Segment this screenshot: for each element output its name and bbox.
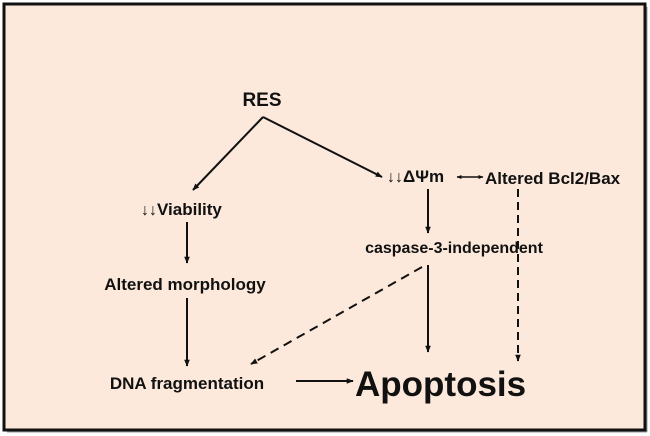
- decrease-double-arrow-icon: ↓↓: [387, 169, 403, 186]
- edge-res-to-membrane-potential: [262, 116, 383, 178]
- node-viability: ↓↓Viability: [141, 200, 222, 219]
- node-bcl2-bax: Altered Bcl2/Bax: [485, 169, 621, 188]
- node-membrane-potential: ↓↓ΔΨm: [387, 167, 444, 186]
- node-dna-fragmentation: DNA fragmentation: [110, 374, 264, 393]
- edge-res-to-viability: [192, 116, 264, 191]
- diagram-frame: [2, 2, 647, 432]
- node-apoptosis: Apoptosis: [355, 365, 526, 404]
- edge-caspase-to-dna-fragmentation-dashed: [250, 266, 423, 365]
- node-membrane-potential-label: ΔΨm: [403, 167, 444, 186]
- node-viability-label: Viability: [157, 200, 222, 219]
- decrease-double-arrow-icon: ↓↓: [141, 202, 157, 219]
- node-altered-morphology: Altered morphology: [104, 275, 266, 294]
- node-res: RES: [242, 90, 281, 111]
- node-caspase-3-independent: caspase-3-independent: [365, 240, 544, 257]
